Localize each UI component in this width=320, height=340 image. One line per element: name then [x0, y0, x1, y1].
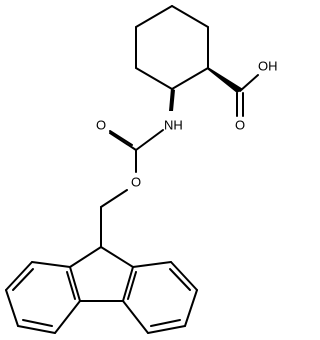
amine-label: NH [164, 118, 183, 133]
fluorene-five-ring [69, 246, 134, 302]
ring-inner-bond [127, 271, 137, 300]
ring-inner-bond [12, 268, 34, 291]
cyclohexane-ring [135, 5, 209, 90]
ring-bond [135, 67, 173, 90]
ring-inner-bond [169, 268, 191, 291]
ring-bond [122, 300, 149, 334]
wedge-bond-to-carboxyl [207, 67, 243, 93]
c-o-double-bond [109, 132, 137, 151]
wedge-bond-to-nitrogen [169, 88, 175, 111]
ring-bond [100, 246, 134, 268]
ring-bond [171, 67, 209, 90]
right-benzene-ring [122, 261, 198, 334]
ring-bond [135, 5, 173, 28]
ring-bond [5, 261, 33, 291]
ring-bond [122, 266, 134, 302]
ring-bond [69, 266, 81, 302]
left-benzene-ring [5, 261, 81, 334]
ring-bond [17, 325, 56, 334]
ring-bond [147, 325, 186, 334]
acid-carbonyl-oxygen-label: O [235, 118, 245, 133]
n-c-bond [135, 129, 164, 151]
ring-bond [170, 261, 198, 291]
ring-bond [31, 261, 71, 268]
ring-bond [171, 5, 209, 28]
c-o-double-bond [109, 130, 133, 146]
carbamate-carbonyl-oxygen-label: O [96, 118, 106, 133]
ring-bond [54, 300, 81, 334]
ring-inner-bond [22, 319, 53, 327]
c-oh-bond [239, 74, 259, 92]
ring-inner-bond [66, 271, 76, 300]
ring-bond [132, 261, 172, 268]
ring-inner-bond [150, 319, 181, 327]
chemical-structure: OH O NH O O [5, 5, 278, 334]
ring-bond [5, 289, 19, 327]
ring-bond [184, 289, 198, 327]
hydroxyl-label: OH [258, 59, 278, 74]
ester-oxygen-label: O [131, 175, 141, 190]
o-ch2-bond [100, 189, 128, 208]
ring-bond [69, 246, 102, 268]
